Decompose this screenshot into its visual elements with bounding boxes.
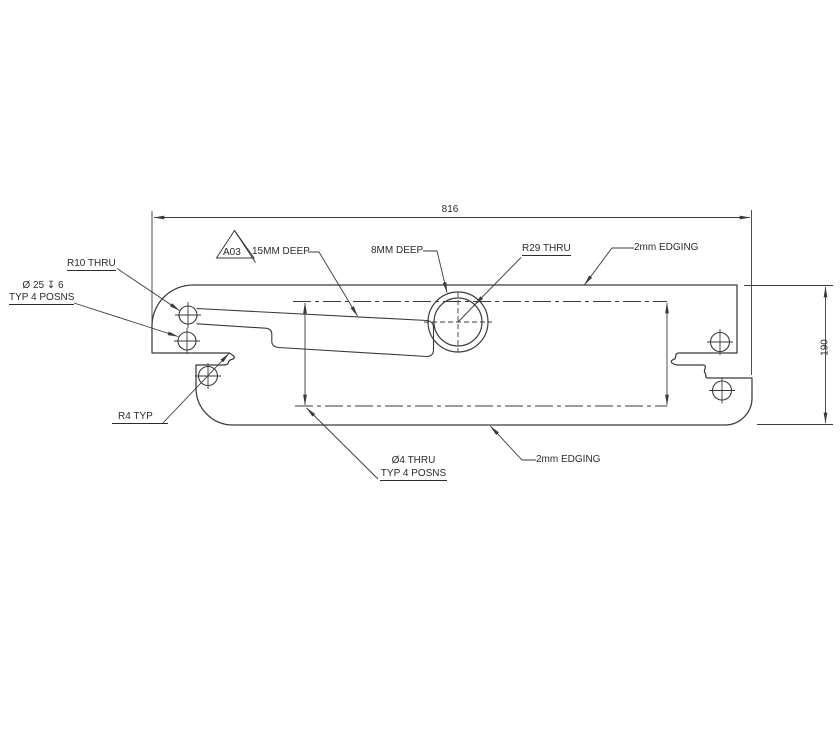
leader-r29-tail — [457, 304, 475, 323]
leader-r29-thru — [474, 257, 522, 306]
dimension-816 — [151, 210, 752, 375]
label-dia4-thru: Ø4 THRU — [391, 455, 436, 466]
revision-triangle — [215, 229, 256, 263]
label-r4-typ: R4 TYP — [112, 411, 168, 424]
label-edging-bottom: 2mm EDGING — [536, 454, 601, 465]
dim-190-label: 190 — [819, 339, 831, 356]
leader-15mm-deep — [308, 251, 358, 317]
leader-r10-thru — [116, 268, 180, 311]
dim-816-label: 816 — [441, 204, 459, 215]
label-8mm-deep: 8MM DEEP — [371, 245, 424, 256]
leader-lines — [73, 247, 634, 480]
leader-cbore-25 — [73, 302, 179, 337]
leader-edging-top — [584, 247, 634, 286]
label-cbore-typ-posns: TYP 4 POSNS — [9, 292, 75, 305]
dimension-190 — [744, 285, 833, 425]
label-dia4-typ-posns: TYP 4 POSNS — [380, 468, 447, 481]
leader-edging-bot — [490, 425, 536, 461]
label-edging-top: 2mm EDGING — [634, 242, 699, 253]
leader-8mm-deep — [423, 250, 448, 293]
small-holes — [177, 305, 733, 401]
label-revision-a03: A03 — [223, 247, 241, 258]
hole-center-marks — [174, 302, 735, 404]
leader-dia4-thru — [306, 407, 379, 480]
label-15mm-deep: 15MM DEEP — [252, 246, 310, 257]
label-r29-thru: R29 THRU — [522, 243, 571, 256]
label-cbore-depth-spec: Ø 25 ↧ 6 — [22, 280, 64, 291]
hole-row-centerlines — [293, 301, 669, 407]
slot-outline — [196, 307, 435, 358]
leader-r4-typ — [161, 353, 230, 425]
part-outline — [151, 284, 753, 426]
label-r10-thru: R10 THRU — [67, 258, 116, 271]
